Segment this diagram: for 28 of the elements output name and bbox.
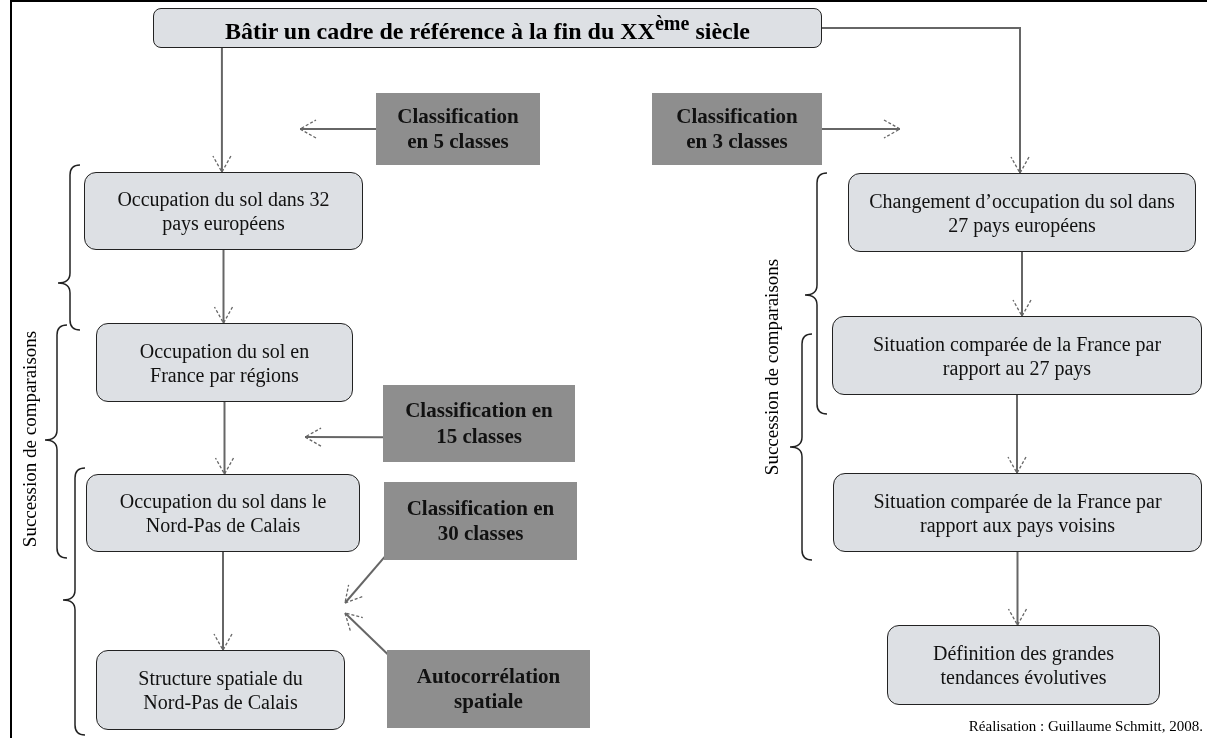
process-box: Changement d’occupation du sol dans 27 pays européens [848,173,1196,252]
credit-text: Réalisation : Guillaume Schmitt, 2008. [968,718,1203,735]
arrow [214,401,235,475]
process-box: Définition des grandes tendances évolutives [887,625,1160,705]
arrow [1007,551,1028,626]
arrow [1012,251,1032,317]
arrow [1007,394,1027,474]
arrow [213,551,233,651]
process-box: Situation comparée de la France par rapport aux pays voisins [833,473,1202,552]
arrow [304,427,384,447]
method-box: Classification en 30 classes [384,482,577,560]
side-label: Succession de comparaisons [19,329,41,550]
title-box: Bâtir un cadre de référence à la fin du XX$^{ème}$ siècle [153,8,822,48]
method-box: Classification en 5 classes [376,93,540,165]
arrow [821,119,901,139]
side-label: Succession de comparaisons [761,257,783,478]
arrow [213,249,234,324]
method-box: Autocorrélation spatiale [387,650,590,728]
process-box: Occupation du sol dans le Nord-Pas de Calais [86,474,360,552]
process-box: Occupation du sol en France par régions [96,323,353,402]
arrow [212,47,232,173]
method-box: Classification en 3 classes [652,93,822,165]
process-box: Situation comparée de la France par rapport au 27 pays [832,316,1202,395]
arrow [299,119,377,139]
process-box: Structure spatiale du Nord-Pas de Calais [96,650,345,730]
process-box: Occupation du sol dans 32 pays européens [84,172,363,250]
arrow [821,27,1030,174]
method-box: Classification en 15 classes [383,385,575,462]
